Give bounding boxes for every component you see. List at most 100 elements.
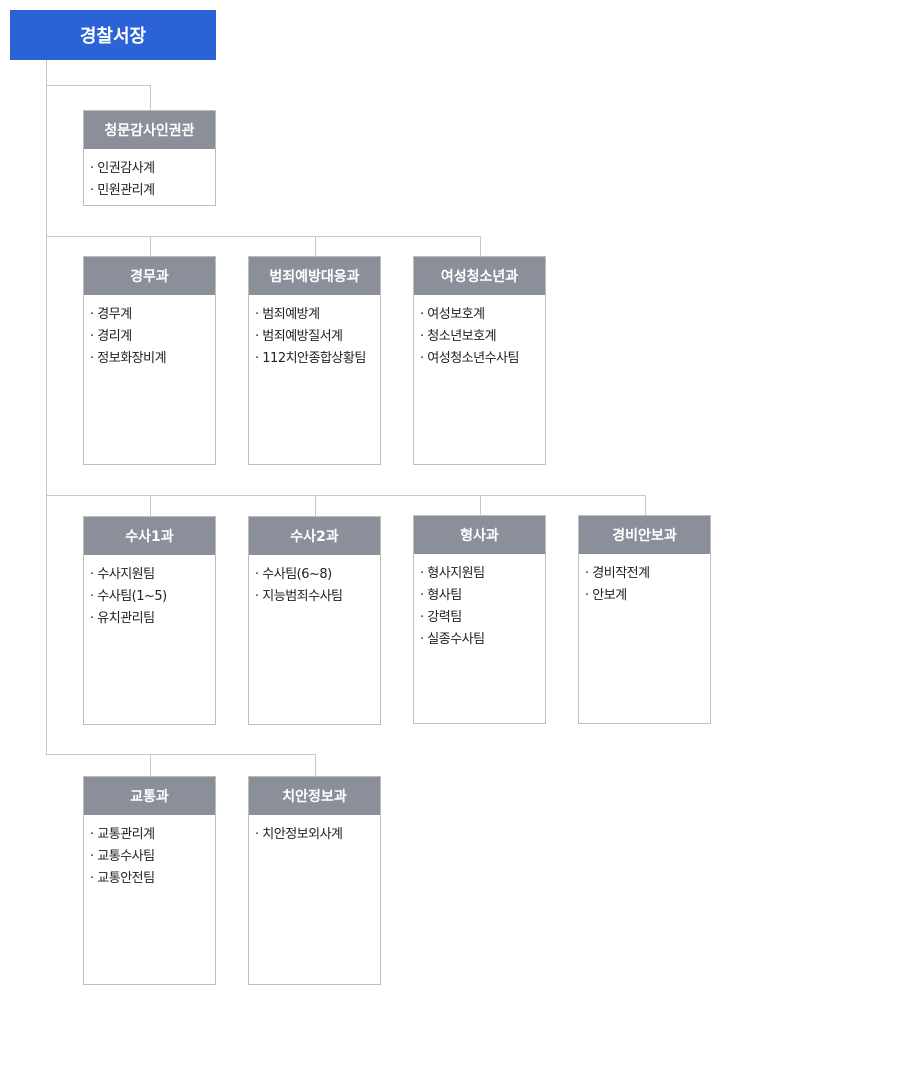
unit-item-list: · 수사팀(6~8)· 지능범죄수사팀 xyxy=(249,555,380,608)
unit-item-label: 경리계 xyxy=(97,329,132,344)
chief-box: 경찰서장 xyxy=(10,10,216,60)
unit-item: · 범죄예방계 xyxy=(255,304,380,326)
unit-item: · 지능범죄수사팀 xyxy=(255,586,380,608)
unit-item: · 인권감사계 xyxy=(90,158,215,180)
bullet-dot: · xyxy=(90,611,94,626)
unit-item-label: 범죄예방계 xyxy=(262,307,320,322)
bullet-dot: · xyxy=(255,567,259,582)
bullet-dot: · xyxy=(90,871,94,886)
unit-item-label: 수사지원팀 xyxy=(97,567,155,582)
unit-item: · 정보화장비계 xyxy=(90,348,215,370)
bullet-dot: · xyxy=(585,588,589,603)
drop-line xyxy=(645,495,646,516)
unit-item-label: 치안정보외사계 xyxy=(262,827,343,842)
unit-item-label: 형사지원팀 xyxy=(427,566,485,581)
drop-line xyxy=(150,495,151,516)
unit-item: · 경무계 xyxy=(90,304,215,326)
bullet-dot: · xyxy=(255,589,259,604)
unit-item: · 민원관리계 xyxy=(90,180,215,202)
bullet-dot: · xyxy=(420,329,424,344)
unit-box: 청문감사인권관· 인권감사계· 민원관리계 xyxy=(83,110,216,206)
bullet-dot: · xyxy=(420,610,424,625)
unit-item: · 수사지원팀 xyxy=(90,564,215,586)
unit-item-label: 실종수사팀 xyxy=(427,632,485,647)
unit-item: · 치안정보외사계 xyxy=(255,824,380,846)
unit-title: 여성청소년과 xyxy=(414,257,545,295)
unit-item: · 경리계 xyxy=(90,326,215,348)
unit-item: · 안보계 xyxy=(585,585,710,607)
drop-line xyxy=(150,754,151,776)
unit-box: 경비안보과· 경비작전계· 안보계 xyxy=(578,515,711,724)
branch-line-row3 xyxy=(46,495,646,496)
bullet-dot: · xyxy=(90,589,94,604)
bullet-dot: · xyxy=(420,588,424,603)
unit-item-list: · 치안정보외사계 xyxy=(249,815,380,846)
unit-item: · 유치관리팀 xyxy=(90,608,215,630)
unit-box: 수사2과· 수사팀(6~8)· 지능범죄수사팀 xyxy=(248,516,381,725)
unit-item: · 수사팀(1~5) xyxy=(90,586,215,608)
bullet-dot: · xyxy=(255,329,259,344)
unit-item-label: 지능범죄수사팀 xyxy=(262,589,343,604)
unit-item-label: 강력팀 xyxy=(427,610,462,625)
unit-item-list: · 인권감사계· 민원관리계 xyxy=(84,149,215,202)
unit-box: 형사과· 형사지원팀· 형사팀· 강력팀· 실종수사팀 xyxy=(413,515,546,724)
unit-title: 경무과 xyxy=(84,257,215,295)
unit-item-label: 교통관리계 xyxy=(97,827,155,842)
unit-item-label: 유치관리팀 xyxy=(97,611,155,626)
bullet-dot: · xyxy=(420,632,424,647)
bullet-dot: · xyxy=(90,827,94,842)
bullet-dot: · xyxy=(255,827,259,842)
unit-item: · 교통안전팀 xyxy=(90,868,215,890)
unit-box: 범죄예방대응과· 범죄예방계· 범죄예방질서계· 112치안종합상황팀 xyxy=(248,256,381,465)
unit-item-label: 여성청소년수사팀 xyxy=(427,351,519,366)
unit-item-label: 수사팀(1~5) xyxy=(97,589,167,604)
unit-item: · 112치안종합상황팀 xyxy=(255,348,380,370)
unit-item-label: 경무계 xyxy=(97,307,132,322)
branch-line-row4 xyxy=(46,754,316,755)
unit-item-list: · 교통관리계· 교통수사팀· 교통안전팀 xyxy=(84,815,215,890)
unit-item-list: · 형사지원팀· 형사팀· 강력팀· 실종수사팀 xyxy=(414,554,545,651)
bullet-dot: · xyxy=(90,307,94,322)
branch-line-row1 xyxy=(46,85,151,86)
unit-item: · 여성청소년수사팀 xyxy=(420,348,545,370)
unit-box: 치안정보과 · 치안정보외사계 xyxy=(248,776,381,985)
unit-title: 범죄예방대응과 xyxy=(249,257,380,295)
unit-item-label: 형사팀 xyxy=(427,588,462,603)
unit-title: 청문감사인권관 xyxy=(84,111,215,149)
drop-line xyxy=(480,236,481,256)
unit-item: · 청소년보호계 xyxy=(420,326,545,348)
unit-item: · 형사팀 xyxy=(420,585,545,607)
unit-item-list: · 경비작전계· 안보계 xyxy=(579,554,710,607)
unit-item: · 범죄예방질서계 xyxy=(255,326,380,348)
bullet-dot: · xyxy=(420,566,424,581)
unit-box: 교통과· 교통관리계· 교통수사팀· 교통안전팀 xyxy=(83,776,216,985)
unit-box: 여성청소년과· 여성보호계· 청소년보호계· 여성청소년수사팀 xyxy=(413,256,546,465)
unit-title: 경비안보과 xyxy=(579,516,710,554)
unit-item-label: 안보계 xyxy=(592,588,627,603)
unit-item-list: · 경무계· 경리계· 정보화장비계 xyxy=(84,295,215,370)
bullet-dot: · xyxy=(255,307,259,322)
unit-item-label: 여성보호계 xyxy=(427,307,485,322)
drop-line xyxy=(315,495,316,516)
bullet-dot: · xyxy=(90,849,94,864)
unit-item-list: · 수사지원팀· 수사팀(1~5)· 유치관리팀 xyxy=(84,555,215,630)
unit-item-label: 교통안전팀 xyxy=(97,871,155,886)
bullet-dot: · xyxy=(90,567,94,582)
unit-item-label: 교통수사팀 xyxy=(97,849,155,864)
bullet-dot: · xyxy=(420,307,424,322)
bullet-dot: · xyxy=(585,566,589,581)
unit-title: 수사1과 xyxy=(84,517,215,555)
bullet-dot: · xyxy=(90,351,94,366)
main-vertical-line xyxy=(46,60,47,755)
unit-title: 치안정보과 xyxy=(249,777,380,815)
drop-line xyxy=(315,236,316,256)
unit-item-label: 112치안종합상황팀 xyxy=(262,351,366,366)
bullet-dot: · xyxy=(255,351,259,366)
unit-item-label: 민원관리계 xyxy=(97,183,155,198)
unit-item: · 형사지원팀 xyxy=(420,563,545,585)
unit-box: 수사1과· 수사지원팀· 수사팀(1~5)· 유치관리팀 xyxy=(83,516,216,725)
unit-item: · 경비작전계 xyxy=(585,563,710,585)
unit-item-list: · 여성보호계· 청소년보호계· 여성청소년수사팀 xyxy=(414,295,545,370)
branch-line-row2 xyxy=(46,236,481,237)
unit-item: · 실종수사팀 xyxy=(420,629,545,651)
